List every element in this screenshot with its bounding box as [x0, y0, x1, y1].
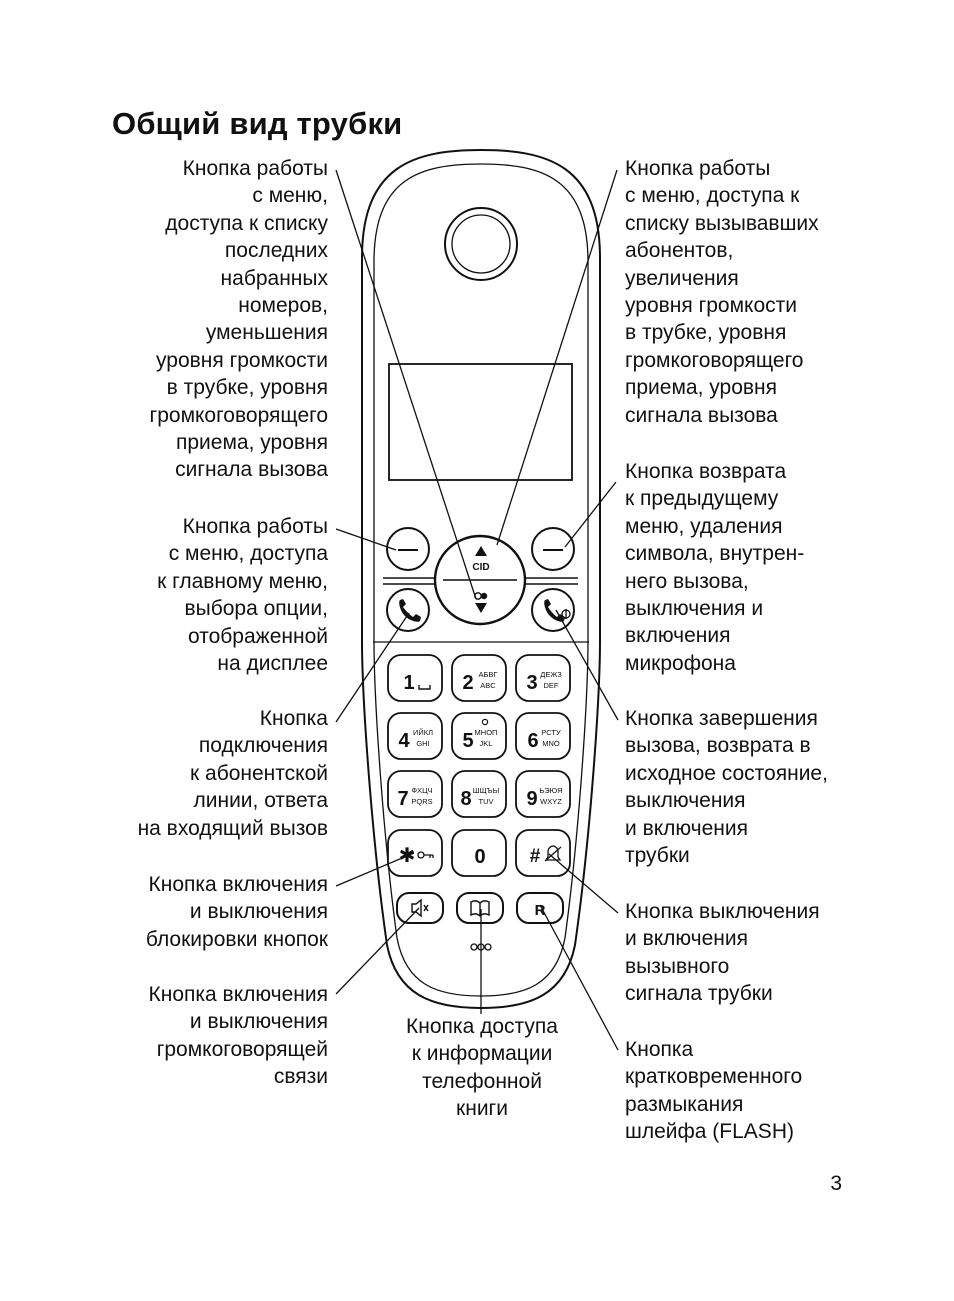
- leader-lines: [335, 169, 619, 1051]
- svg-text:2: 2: [462, 672, 473, 694]
- speaker-key: [396, 892, 444, 924]
- svg-text:АБВГ: АБВГ: [479, 670, 498, 679]
- handset-body: [361, 148, 601, 1010]
- svg-text:TUV: TUV: [479, 797, 494, 806]
- svg-text:4: 4: [398, 730, 410, 752]
- ringer-off-icon: [544, 845, 562, 862]
- svg-text:WXYZ: WXYZ: [540, 797, 562, 806]
- svg-text:GHI: GHI: [416, 739, 429, 748]
- hash-key-label: #: [530, 846, 541, 867]
- numeric-keypad: [387, 654, 571, 877]
- zero-key-label: 0: [474, 846, 485, 868]
- handset-inner-rim: [373, 163, 589, 997]
- page-number: 3: [830, 1172, 842, 1195]
- svg-text:ABC: ABC: [480, 681, 496, 690]
- svg-text:DEF: DEF: [544, 681, 559, 690]
- svg-text:3: 3: [526, 672, 537, 694]
- nav-up-label: CID: [472, 562, 489, 573]
- page-title: Общий вид трубки: [112, 106, 403, 141]
- svg-text:МНОП: МНОП: [475, 728, 498, 737]
- flash-key: [516, 892, 564, 924]
- svg-text:ЬЭЮЯ: ЬЭЮЯ: [539, 786, 562, 795]
- flash-key-label: R: [535, 902, 546, 919]
- svg-text:PQRS: PQRS: [411, 797, 432, 806]
- svg-text:ДЕЖЗ: ДЕЖЗ: [540, 670, 562, 679]
- svg-text:8: 8: [460, 788, 471, 810]
- svg-text:1: 1: [403, 672, 414, 694]
- earpiece-icon: [444, 207, 518, 281]
- svg-text:JKL: JKL: [480, 739, 493, 748]
- svg-text:9: 9: [526, 788, 537, 810]
- speaker-icon: [411, 898, 429, 918]
- phone-icon: [399, 599, 421, 622]
- display-screen: [388, 363, 573, 481]
- svg-text:MNO: MNO: [542, 739, 560, 748]
- svg-text:7: 7: [397, 788, 408, 810]
- talk-key: [386, 588, 430, 632]
- phonebook-icon: [470, 900, 490, 917]
- svg-text:6: 6: [527, 730, 538, 752]
- svg-text:ФХЦЧ: ФХЦЧ: [411, 786, 432, 795]
- svg-text:ИЙКЛ: ИЙКЛ: [413, 728, 433, 737]
- svg-text:ШЩЪЫ: ШЩЪЫ: [473, 786, 500, 795]
- svg-text:5: 5: [462, 730, 473, 752]
- svg-text:РСТУ: РСТУ: [541, 728, 561, 737]
